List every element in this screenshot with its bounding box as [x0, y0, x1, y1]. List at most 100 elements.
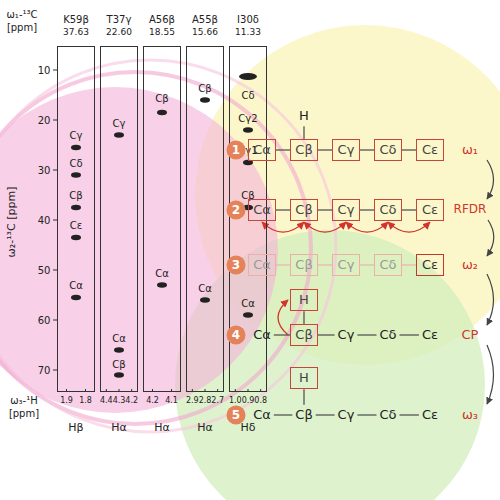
atom-label: H: [299, 292, 309, 307]
atom-box: Cβ: [290, 254, 318, 276]
text-label: 4.1: [165, 397, 178, 406]
axis-label: Hδ: [240, 422, 255, 434]
bond-line: [274, 414, 292, 415]
atom-box: Cδ: [374, 254, 402, 276]
step-arrow: [487, 274, 494, 325]
text-label: 60: [38, 315, 51, 326]
atom-label: Cε: [422, 328, 438, 342]
bond-line: [400, 334, 419, 335]
bond-line: [303, 126, 304, 139]
atom-label: Cα: [253, 328, 271, 342]
atom-box: Cα: [248, 254, 276, 276]
step-circle: [227, 326, 246, 345]
atom-label: Cα: [253, 142, 271, 157]
transfer-arrow: [388, 222, 430, 232]
strip-title: I30δ: [237, 14, 259, 25]
bond-line: [318, 149, 332, 150]
bond-line: [276, 264, 290, 265]
axis-title: ω₂-¹³C [ppm]: [6, 187, 18, 258]
atom-box: Cγ: [332, 199, 360, 221]
atom-box: Cβ: [290, 324, 318, 346]
peak-label: Cβ: [198, 82, 211, 93]
transfer-arrow: [262, 222, 304, 232]
strip-shift: 22.60: [106, 28, 132, 38]
peak-label: Cε: [70, 220, 82, 231]
atom-label: Cδ: [379, 328, 396, 342]
atom-box: Cδ: [374, 139, 402, 161]
axis-label: Hα: [111, 422, 127, 434]
text-label: 4.2: [146, 397, 159, 406]
atom-label: Cε: [422, 202, 438, 217]
axis-label: Hα: [154, 422, 170, 434]
step-circle: [227, 256, 246, 275]
peak-label: Cα: [155, 267, 169, 278]
spectrum-strip: T37γ22.60CγCαCβHα: [100, 46, 138, 392]
strip-shift: 18.55: [149, 28, 175, 38]
text-label: 20: [38, 115, 51, 126]
bond-line: [357, 414, 376, 415]
atom-box: Cγ: [332, 254, 360, 276]
peak-label: Cβ: [112, 359, 125, 370]
atom-label: Cγ: [338, 202, 355, 217]
atom-box: Cγ: [332, 139, 360, 161]
text-label: 1.0: [229, 397, 242, 406]
peak-contour: [71, 205, 81, 211]
strip-shift: 11.33: [235, 28, 261, 38]
atom-box: H: [290, 289, 318, 311]
peak-label: Cβ: [155, 92, 168, 103]
peak-contour: [71, 172, 81, 178]
step-number-text: 3: [226, 255, 246, 275]
atom-box: Cα: [248, 199, 276, 221]
text-label: 4.4: [100, 397, 113, 406]
text-label: 1.8: [79, 397, 92, 406]
axis-label: Hβ: [68, 422, 83, 434]
bond-line: [318, 334, 335, 335]
bond-line: [402, 209, 416, 210]
spectrum-strip: K59β37.63CγCδCβCεCαHβ: [57, 46, 95, 392]
text-label: ω₃-¹H: [10, 395, 38, 406]
atom-box: H: [290, 367, 318, 389]
atom-label: Cγ: [338, 328, 355, 342]
text-label: ω₁-¹³C: [7, 9, 38, 20]
atom-label: Cα: [253, 257, 271, 272]
peak-contour: [157, 282, 167, 288]
peak-contour: [71, 295, 81, 301]
strip-title: K59β: [63, 14, 89, 25]
text-label: 2.9: [186, 397, 199, 406]
step-number-text: 5: [226, 405, 246, 425]
step-circle: [227, 406, 246, 425]
bond-line: [274, 334, 290, 335]
pink-ring: [0, 60, 336, 432]
transfer-arrow: [346, 222, 388, 232]
peak-contour: [243, 312, 253, 318]
bond-line: [316, 414, 335, 415]
peak-contour: [157, 110, 167, 116]
bond-line: [402, 149, 416, 150]
pulse-label: CP: [462, 328, 479, 342]
bond-line: [303, 311, 304, 324]
peak-contour: [71, 235, 81, 241]
text-label: 0.9: [242, 397, 255, 406]
peak-label: Cβ: [69, 190, 82, 201]
strip-shift: 15.66: [192, 28, 218, 38]
step-arrow: [487, 220, 494, 256]
step-number-text: 1: [226, 140, 246, 160]
step-circle: [227, 201, 246, 220]
atom-box: Cε: [416, 199, 444, 221]
text-label: 30: [38, 165, 51, 176]
atom-box: Cε: [416, 139, 444, 161]
peak-label: Cγ2: [238, 112, 257, 123]
transfer-arrow: [278, 300, 288, 335]
atom-label: Cγ: [338, 408, 355, 422]
peak-label: Cδ: [69, 157, 82, 168]
pulse-label: ω₂: [462, 258, 478, 272]
peak-label: Cα: [112, 332, 126, 343]
atom-label: Cβ: [295, 408, 312, 422]
atom-label: Cβ: [295, 202, 312, 217]
text-label: [ppm]: [9, 408, 39, 419]
text-label: 10: [38, 65, 51, 76]
peak-contour: [114, 372, 124, 378]
peak-contour: [71, 145, 81, 151]
atom-label: Cα: [253, 408, 271, 422]
bond-line: [360, 264, 374, 265]
